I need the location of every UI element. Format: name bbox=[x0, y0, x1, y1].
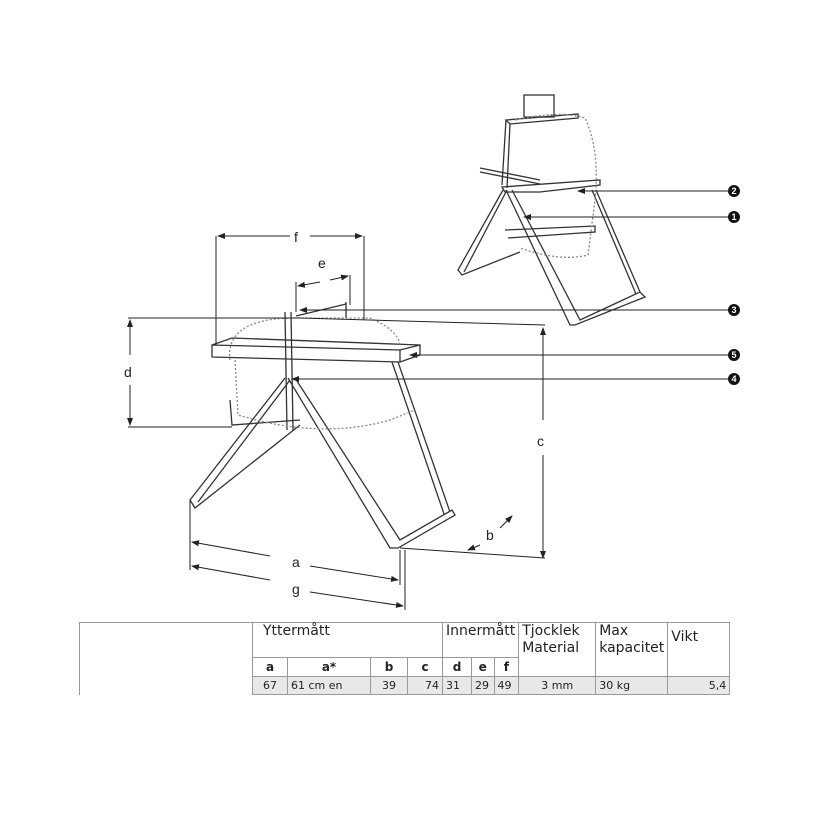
header-innermatt: Innermått bbox=[441, 622, 520, 658]
main-stand-illustration bbox=[189, 302, 456, 549]
table-row: 67 61 cm en 39 74 31 29 49 3 mm 30 kg 5,… bbox=[80, 676, 731, 695]
cell-weight: 5,4 bbox=[667, 676, 731, 695]
svg-text:2: 2 bbox=[731, 186, 736, 196]
cell-capacity: 30 kg bbox=[595, 676, 669, 695]
callout-3: 3 bbox=[728, 304, 740, 316]
cell-b: 39 bbox=[370, 676, 408, 695]
svg-text:3: 3 bbox=[731, 305, 736, 315]
svg-text:5: 5 bbox=[731, 350, 736, 360]
subheader-e: e bbox=[470, 657, 495, 677]
callout-5: 5 bbox=[728, 349, 740, 361]
callout-2: 2 bbox=[728, 185, 740, 197]
dim-label-b: b bbox=[486, 527, 494, 543]
cell-e: 29 bbox=[470, 676, 495, 695]
header-weight: Vikt bbox=[667, 622, 731, 677]
blank-cell bbox=[79, 622, 253, 695]
dim-label-a: a bbox=[292, 554, 300, 570]
cell-a-star: 61 cm en bbox=[287, 676, 371, 695]
subheader-b: b bbox=[370, 657, 408, 677]
dimension-lines bbox=[127, 233, 546, 610]
cell-d: 31 bbox=[442, 676, 472, 695]
cell-f: 49 bbox=[493, 676, 520, 695]
dim-label-c: c bbox=[537, 433, 544, 449]
svg-text:4: 4 bbox=[731, 374, 736, 384]
callout-1: 1 bbox=[728, 211, 740, 223]
dim-label-f: f bbox=[294, 229, 298, 245]
dim-label-d: d bbox=[124, 364, 132, 380]
subheader-a: a bbox=[252, 657, 288, 677]
header-yttermatt: Yttermått bbox=[252, 622, 443, 658]
subheader-c: c bbox=[407, 657, 443, 677]
subheader-d: d bbox=[442, 657, 472, 677]
callout-4: 4 bbox=[728, 373, 740, 385]
svg-text:1: 1 bbox=[731, 212, 736, 222]
small-stand-illustration bbox=[457, 94, 647, 326]
subheader-a-star: a* bbox=[287, 657, 371, 677]
dimension-labels: f e d c b a g bbox=[124, 229, 544, 597]
callout-lines bbox=[291, 188, 728, 382]
cell-c: 74 bbox=[407, 676, 443, 695]
dim-label-e: e bbox=[318, 255, 326, 271]
cell-a: 67 bbox=[252, 676, 288, 695]
dim-label-g: g bbox=[292, 581, 300, 597]
cell-thickness: 3 mm bbox=[518, 676, 597, 695]
subheader-f: f bbox=[493, 657, 520, 677]
